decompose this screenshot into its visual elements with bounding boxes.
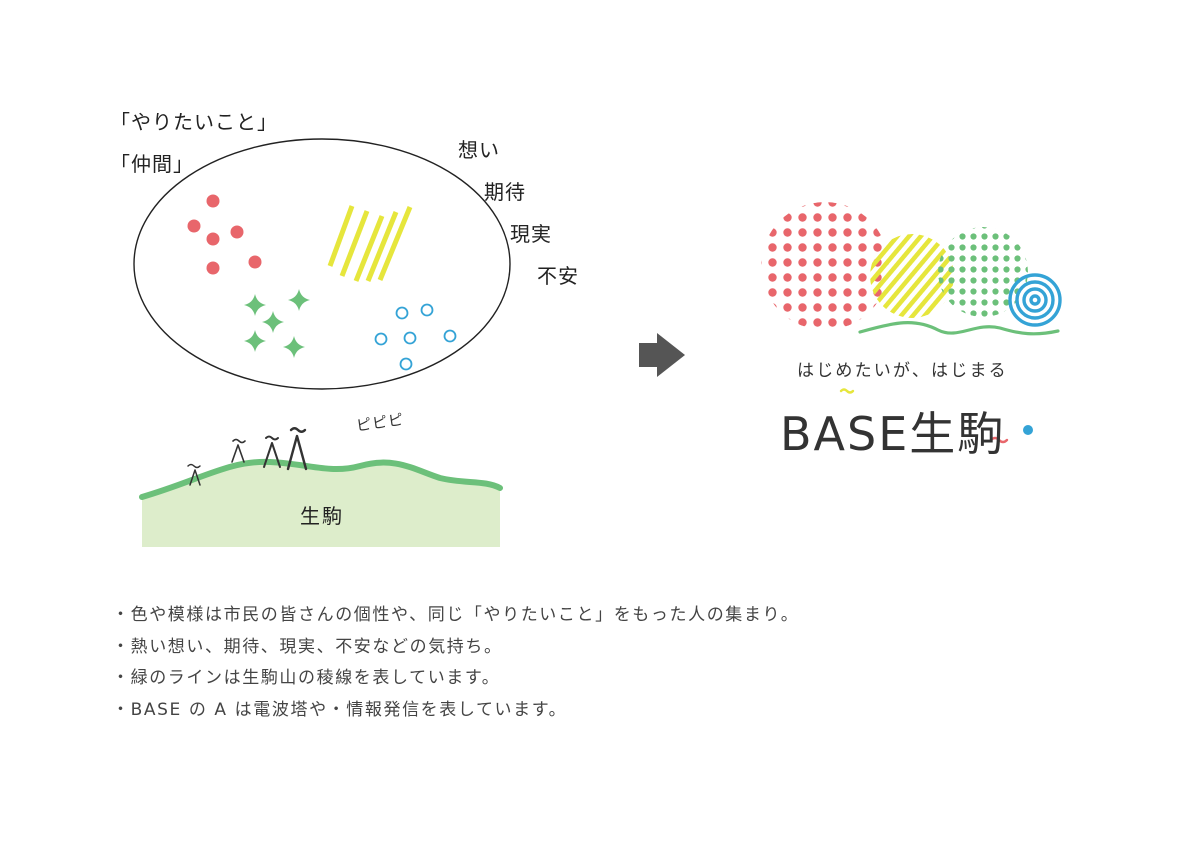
- arrow-icon: [639, 333, 685, 377]
- beep-label: ピピピ: [355, 410, 405, 435]
- logo-wordmark: BASE生駒: [780, 407, 1005, 461]
- ridge-line: [139, 458, 503, 500]
- ikoma-label: 生駒: [300, 504, 344, 528]
- ideas-ellipse: [133, 138, 511, 390]
- genjitsu-label: 現実: [510, 222, 552, 246]
- notes-list: ・色や模様は市民の皆さんの個性や、同じ「やりたいこと」をもった人の集まり。 ・熱…: [112, 600, 799, 726]
- blue-rings: [374, 303, 457, 371]
- note-item: ・熱い想い、期待、現実、不安などの気持ち。: [112, 636, 503, 657]
- logo-squiggle-icon: [989, 436, 1009, 444]
- note-item: ・色や模様は市民の皆さんの個性や、同じ「やりたいこと」をもった人の集まり。: [112, 605, 800, 625]
- note-item: ・緑のラインは生駒山の稜線を表しています。: [112, 668, 501, 688]
- yaritai-label: 「やりたいこと」: [110, 110, 278, 134]
- note-item: ・BASE の A は電波塔や・情報発信を表しています。: [112, 699, 568, 720]
- logo-dot-icon: [1023, 425, 1033, 435]
- antenna-a-icons: [187, 427, 308, 486]
- yellow-stripes: [327, 205, 413, 282]
- kitai-label: 期待: [484, 180, 526, 204]
- logo-accent-icon: [839, 388, 855, 394]
- logo-mark: [761, 202, 1062, 336]
- red-dots: [187, 194, 262, 275]
- hill-area: [142, 461, 500, 547]
- nakama-label: 「仲間」: [110, 152, 194, 176]
- green-sparkles: [244, 289, 310, 358]
- logo-tagline: はじめたいが、はじまる: [797, 361, 1008, 381]
- omoi-label: 想い: [458, 138, 500, 162]
- fuan-label: 不安: [537, 264, 579, 288]
